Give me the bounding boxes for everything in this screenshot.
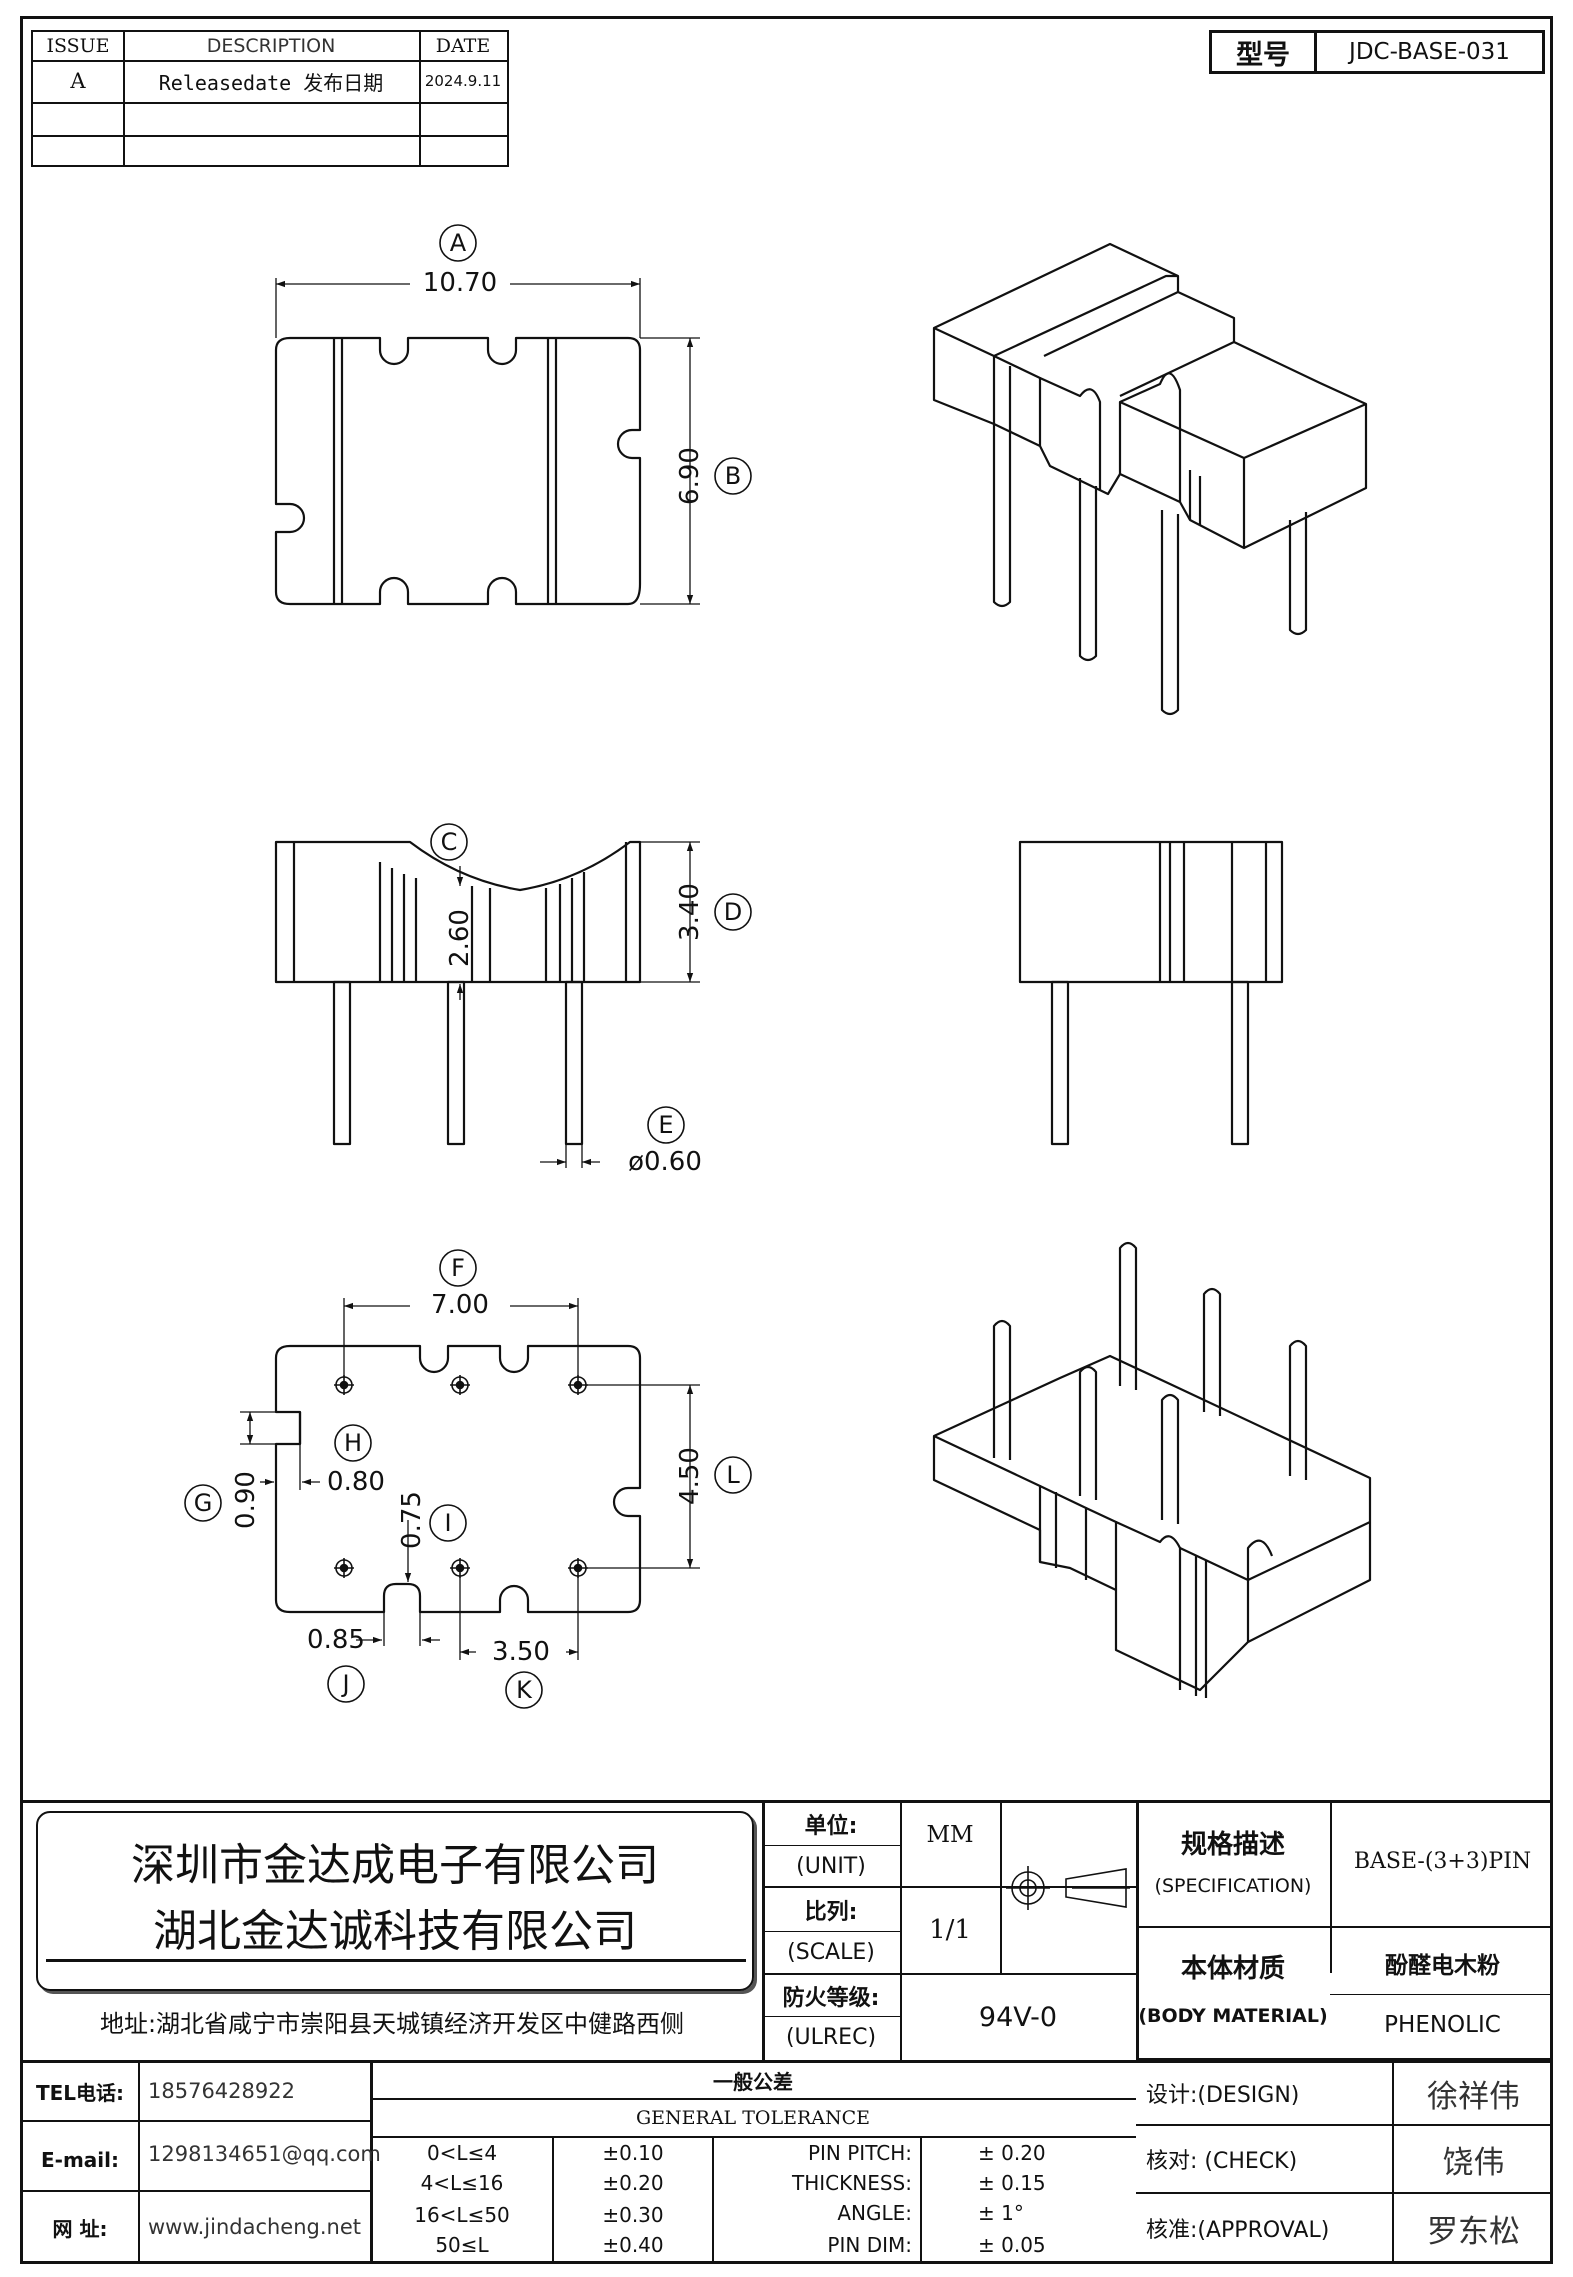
ulrec-label-en: (ULREC)	[785, 2025, 877, 2050]
dim-e-value: ø0.60	[628, 1147, 702, 1177]
dim-a-value: 10.70	[410, 266, 510, 300]
dim-d-value: 3.40	[675, 883, 705, 941]
tolerance-other-value-1: ± 0.20	[978, 2141, 1046, 2165]
tolerance-other-label-1: PIN PITCH:	[807, 2141, 912, 2165]
dim-f-letter: F	[451, 1254, 465, 1282]
tolerance-range-4: 50≤L	[435, 2233, 489, 2257]
revision-row-date: 2024.9.11	[424, 72, 502, 90]
company-name-1: 深圳市金达成电子有限公司	[131, 1840, 659, 1891]
scale-label-cn: 比列:	[804, 1900, 858, 1925]
web-value: www.jindacheng.net	[148, 2215, 362, 2239]
dim-j-letter: J	[342, 1670, 350, 1698]
dim-l-value: 4.50	[675, 1447, 705, 1505]
side-view	[1018, 840, 1284, 1146]
tolerance-other-label-2: THICKNESS:	[792, 2171, 912, 2195]
front-view	[274, 840, 642, 1146]
web-label: 网 址:	[52, 2216, 108, 2241]
revision-header-issue: ISSUE	[46, 35, 110, 57]
revision-table: ISSUE DESCRIPTION DATE A Releasedate 发布日…	[31, 30, 509, 167]
tolerance-other-label-3: ANGLE:	[837, 2201, 912, 2225]
revision-header-description: DESCRIPTION	[206, 35, 336, 57]
company-address: 地址:湖北省咸宁市崇阳县天城镇经济开发区中健路西侧	[99, 2009, 685, 2038]
tolerance-other-value-4: ± 0.05	[978, 2233, 1046, 2257]
ulrec-label-cn: 防火等级:	[782, 1985, 880, 2011]
dim-k-value: 3.50	[476, 1634, 566, 1670]
isometric-bottom-view	[932, 1241, 1372, 1698]
dim-c-letter: C	[440, 828, 458, 856]
tolerance-range-3: 16<L≤50	[414, 2203, 510, 2227]
tolerance-value-4: ±0.40	[602, 2233, 664, 2257]
material-value-cn: 酚醛电木粉	[1385, 1953, 1500, 1979]
spec-label-en: (SPECIFICATION)	[1154, 1875, 1312, 1897]
revision-row-issue: A	[70, 69, 86, 93]
dim-g-letter: G	[193, 1489, 213, 1517]
bottom-view	[274, 1344, 642, 1614]
revision-header-date: DATE	[435, 35, 491, 57]
dim-f-value: 7.00	[410, 1288, 510, 1322]
dim-l-letter: L	[726, 1461, 740, 1489]
design-label: 设计:(DESIGN)	[1146, 2083, 1300, 2108]
dim-b-value: 6.90	[675, 447, 705, 505]
approval-name: 罗东松	[1427, 2213, 1520, 2250]
email-label: E-mail:	[40, 2148, 119, 2172]
unit-label-en: (UNIT)	[796, 1853, 866, 1879]
model-label: 型号	[1236, 39, 1290, 71]
tolerance-other-value-2: ± 0.15	[978, 2171, 1046, 2195]
scale-value: 1/1	[929, 1915, 971, 1945]
spec-value: BASE-(3+3)PIN	[1353, 1848, 1532, 1874]
dim-c-value: 2.60	[445, 909, 475, 967]
tolerance-value-3: ±0.30	[602, 2203, 664, 2227]
top-view	[274, 336, 642, 606]
dim-i-letter: I	[444, 1509, 452, 1537]
dim-g-value: 0.90	[231, 1471, 261, 1529]
dim-k-letter: K	[516, 1676, 532, 1704]
drawing-frame	[20, 16, 1553, 2264]
material-value-en: PHENOLIC	[1384, 2012, 1501, 2038]
check-label: 核对: (CHECK)	[1146, 2149, 1298, 2174]
approval-label: 核准:(APPROVAL)	[1146, 2218, 1330, 2243]
check-name: 饶伟	[1442, 2144, 1505, 2181]
tolerance-other-value-3: ± 1°	[978, 2201, 1024, 2225]
dim-i-value: 0.75	[397, 1491, 427, 1549]
dim-d-letter: D	[723, 898, 743, 926]
tel-value: 18576428922	[148, 2079, 295, 2103]
unit-label-cn: 单位:	[804, 1814, 858, 1839]
model-box: 型号 JDC-BASE-031	[1209, 30, 1545, 74]
tolerance-range-2: 4<L≤16	[420, 2171, 504, 2195]
tolerance-value-2: ±0.20	[602, 2171, 664, 2195]
tel-label: TEL电话:	[35, 2080, 125, 2105]
company-name-box	[36, 1811, 754, 1991]
tolerance-title-cn: 一般公差	[713, 2069, 793, 2094]
technical-drawings	[184, 224, 1372, 1709]
company-name-2: 湖北金达诚科技有限公司	[153, 1906, 637, 1957]
dim-j-value: 0.85	[307, 1625, 365, 1655]
projection-symbol-icon	[1006, 1866, 1130, 1910]
unit-value: MM	[926, 1822, 974, 1848]
company-block: 深圳市金达成电子有限公司 湖北金达诚科技有限公司 地址:湖北省咸宁市崇阳县天城镇…	[22, 1803, 762, 2060]
ulrec-value: 94V-0	[978, 2001, 1058, 2033]
design-name: 徐祥伟	[1427, 2078, 1520, 2115]
dim-a-letter: A	[449, 229, 467, 257]
email-value: 1298134651@qq.com	[148, 2142, 381, 2166]
dim-e-letter: E	[658, 1111, 674, 1139]
dim-h-value: 0.80	[327, 1467, 385, 1497]
tolerance-other-label-4: PIN DIM:	[827, 2233, 912, 2257]
material-label-en: (BODY MATERIAL)	[1138, 2005, 1328, 2027]
revision-row-description: Releasedate 发布日期	[158, 70, 384, 95]
isometric-top-view	[932, 242, 1368, 716]
tolerance-value-1: ±0.10	[602, 2141, 664, 2165]
dim-b-letter: B	[724, 462, 742, 490]
scale-label-en: (SCALE)	[787, 1940, 875, 1965]
spec-label-cn: 规格描述	[1180, 1829, 1285, 1860]
tolerance-range-1: 0<L≤4	[426, 2141, 498, 2165]
dim-h-letter: H	[343, 1429, 363, 1457]
model-value: JDC-BASE-031	[1349, 39, 1510, 65]
tolerance-title-en: GENERAL TOLERANCE	[635, 2107, 871, 2129]
material-label-cn: 本体材质	[1180, 1953, 1285, 1984]
